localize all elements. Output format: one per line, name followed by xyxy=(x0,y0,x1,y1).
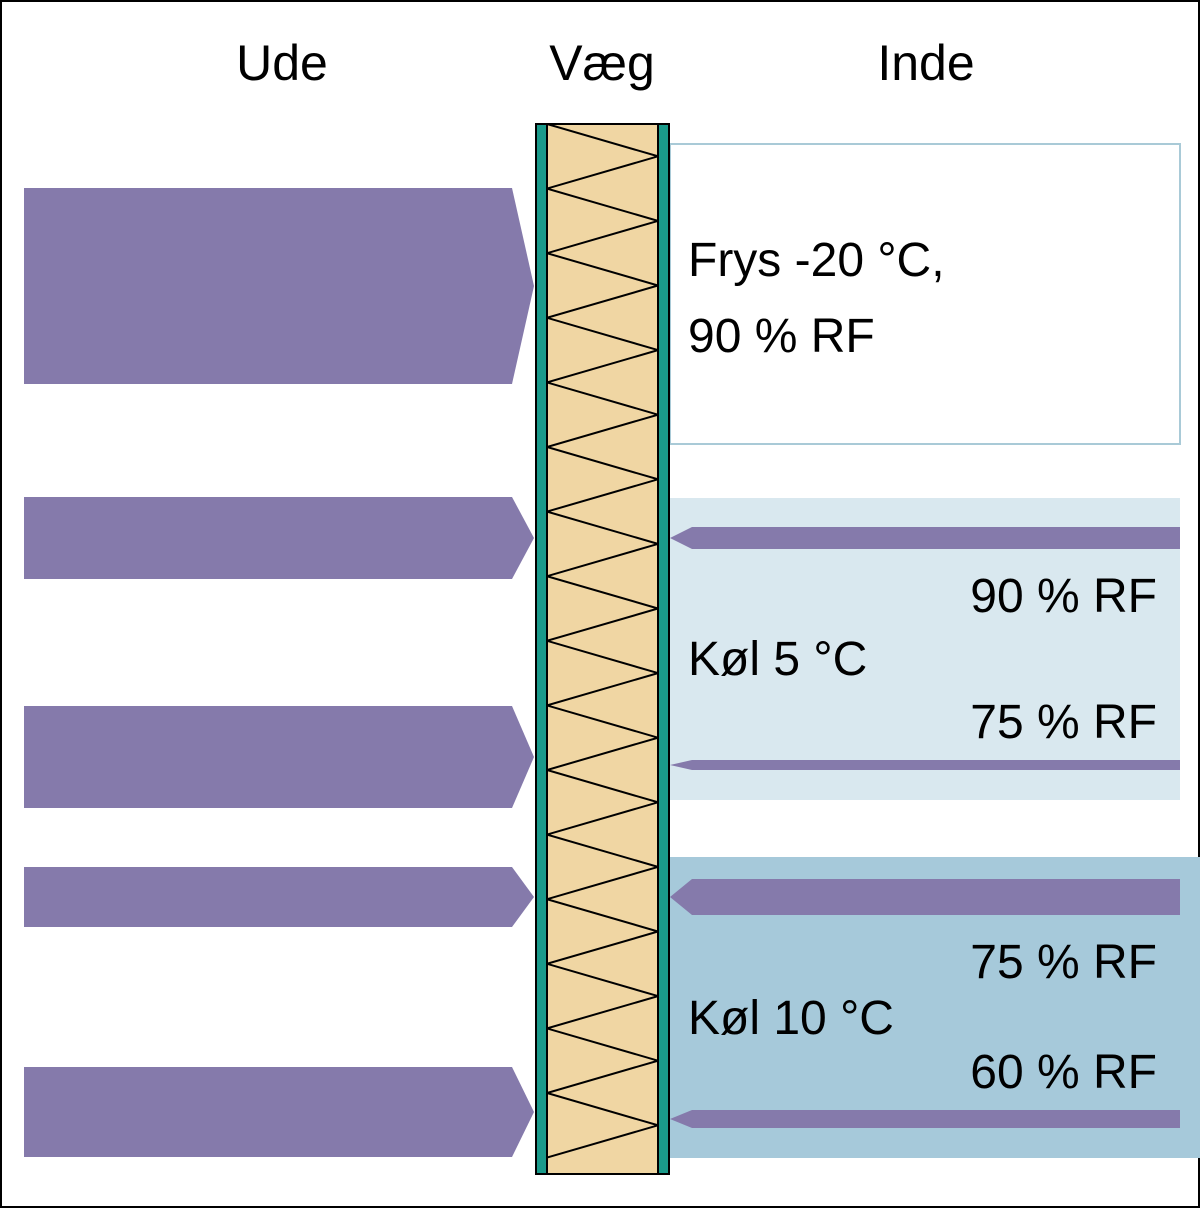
cool5-rh-low: 75 % RF xyxy=(970,696,1157,749)
header-wall: Væg xyxy=(549,35,655,91)
wall-insulation-core xyxy=(547,124,658,1174)
freezer-label-line1: Frys -20 °C, xyxy=(688,234,945,287)
wall-section xyxy=(535,123,670,1175)
inside-arrow-cool10-high xyxy=(670,879,1180,915)
cool10-label: Køl 10 °C xyxy=(688,992,894,1045)
cool5-label: Køl 5 °C xyxy=(688,633,867,686)
outside-arrow-cool5-low xyxy=(24,706,534,808)
freezer-zone-box xyxy=(669,143,1181,445)
inside-arrow-cool5-low xyxy=(670,760,1180,770)
wall-inner-membrane xyxy=(657,123,670,1175)
header-inside: Inde xyxy=(877,35,974,91)
outside-arrow-cool10-high xyxy=(24,867,534,927)
wall-outer-membrane xyxy=(535,123,548,1175)
inside-arrow-cool10-low xyxy=(670,1110,1180,1128)
outside-arrow-cool5-high xyxy=(24,497,534,579)
outside-arrow-cool10-low xyxy=(24,1067,534,1157)
header-outside: Ude xyxy=(236,35,328,91)
wall-outline xyxy=(535,123,670,1175)
freezer-label-line2: 90 % RF xyxy=(688,310,875,363)
cool5-rh-high: 90 % RF xyxy=(970,570,1157,623)
cool10-rh-high: 75 % RF xyxy=(970,936,1157,989)
cool10-rh-low: 60 % RF xyxy=(970,1046,1157,1099)
outside-arrow-freezer xyxy=(24,188,534,384)
inside-arrow-cool5-high xyxy=(670,527,1180,549)
